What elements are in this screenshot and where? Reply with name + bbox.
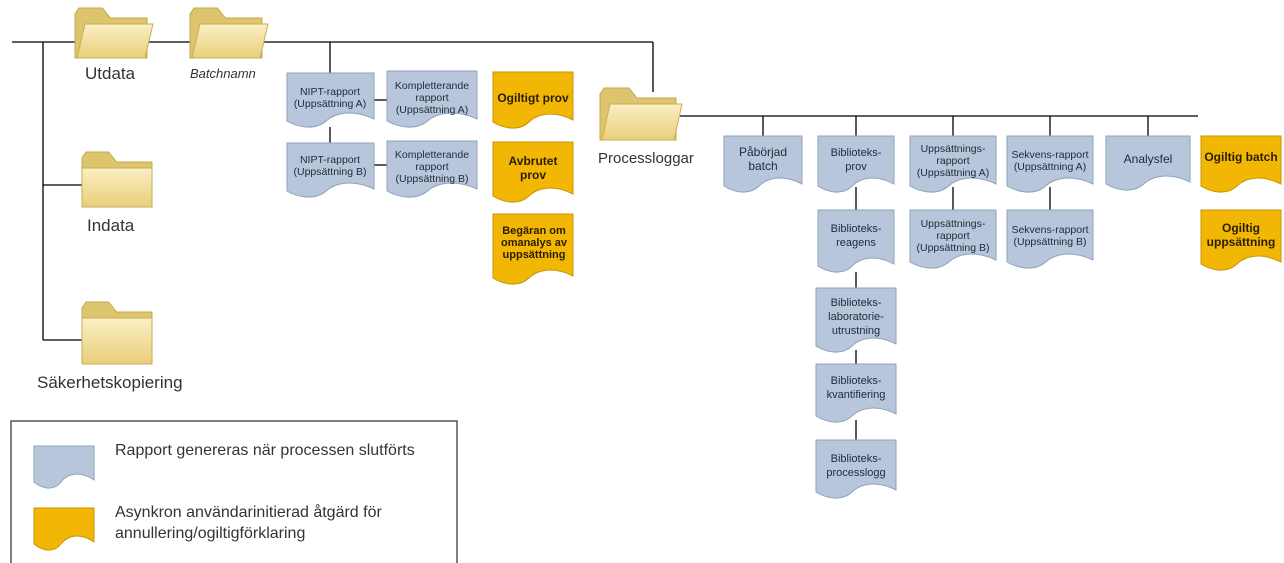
legend-report-text: Rapport genereras när processen slutfört…	[115, 442, 415, 459]
avbrutet-prov-shape	[492, 141, 574, 203]
invalid-setup-action: Ogiltig uppsättning	[1206, 221, 1276, 249]
legend-async-text: Asynkron användarinitierad åtgärd för an…	[115, 504, 382, 542]
folder-label-sakerhetskopiering: Säkerhetskopiering	[37, 373, 183, 392]
begaran-shape	[492, 213, 574, 285]
invalid-sample-action: Ogiltigt prov	[497, 91, 569, 105]
reanalysis-request-action: Begäran om omanalys av uppsättning	[500, 225, 568, 261]
library-quantification-log: Biblioteks-kvantifiering	[826, 375, 886, 401]
setup-report-b: Uppsättnings-rapport (Uppsättning B)	[916, 218, 990, 254]
sekvens-b-shape	[1006, 209, 1094, 269]
uppsattnings-b-shape	[909, 209, 997, 269]
legend-box	[10, 420, 458, 563]
biblioteks-reagens-shape	[817, 209, 895, 273]
folder-icons	[74, 7, 683, 365]
supplementary-report-b: Kompletterande rapport (Uppsättning B)	[394, 149, 470, 185]
biblioteks-kvantifiering-shape	[815, 363, 897, 423]
sakerhetskopiering-folder-icon	[81, 301, 153, 365]
nipt-report-a: NIPT-rapport (Uppsättning A)	[293, 86, 367, 110]
ogiltigt-prov-shape	[492, 71, 574, 129]
indata-folder-icon	[81, 151, 153, 208]
ogiltig-uppsattning-shape	[1200, 209, 1282, 271]
setup-report-a: Uppsättnings-rapport (Uppsättning A)	[916, 143, 990, 179]
nipt-a-shape	[286, 72, 375, 128]
paborjad-batch-shape	[723, 135, 803, 193]
library-sample-log: Biblioteks-prov	[830, 147, 882, 173]
aborted-sample-action: Avbrutet prov	[508, 154, 558, 182]
sequence-report-a: Sekvens-rapport (Uppsättning A)	[1011, 149, 1089, 173]
library-lab-equipment-log: Biblioteks-laboratorie-utrustning	[828, 297, 884, 337]
folder-label-batchnamn: Batchnamn	[190, 66, 256, 81]
supplementary-report-a: Kompletterande rapport (Uppsättning A)	[394, 80, 470, 116]
processloggar-folder-icon	[599, 87, 683, 141]
biblioteks-prov-shape	[817, 135, 895, 193]
komp-b-shape	[386, 140, 478, 198]
sekvens-a-shape	[1006, 135, 1094, 193]
legend-async-swatch	[33, 507, 95, 551]
legend-swatches	[33, 445, 95, 551]
nipt-b-shape	[286, 142, 375, 198]
library-process-log: Biblioteks-processlogg	[826, 453, 886, 479]
analysfel-shape	[1105, 135, 1191, 191]
folder-label-processloggar: Processloggar	[598, 150, 694, 167]
komp-a-shape	[386, 70, 478, 128]
analysis-error-log: Analysfel	[1123, 152, 1173, 166]
utdata-folder-icon	[74, 7, 154, 59]
biblioteks-processlogg-shape	[815, 439, 897, 499]
batchnamn-folder-icon	[189, 7, 269, 59]
uppsattnings-a-shape	[909, 135, 997, 193]
biblioteks-laboratorie-shape	[815, 287, 897, 353]
started-batch-log: Påbörjad batch	[738, 145, 788, 173]
nipt-report-b: NIPT-rapport (Uppsättning B)	[293, 154, 367, 178]
sequence-report-b: Sekvens-rapport (Uppsättning B)	[1011, 224, 1089, 248]
invalid-batch-action: Ogiltig batch	[1204, 150, 1278, 164]
ogiltig-batch-shape	[1200, 135, 1282, 193]
folder-label-utdata: Utdata	[85, 64, 136, 83]
document-shapes	[286, 70, 1282, 499]
library-reagents-log: Biblioteks-reagens	[830, 223, 882, 249]
legend-report-swatch	[33, 445, 95, 489]
folder-label-indata: Indata	[87, 216, 135, 235]
connector-lines	[12, 41, 1198, 440]
